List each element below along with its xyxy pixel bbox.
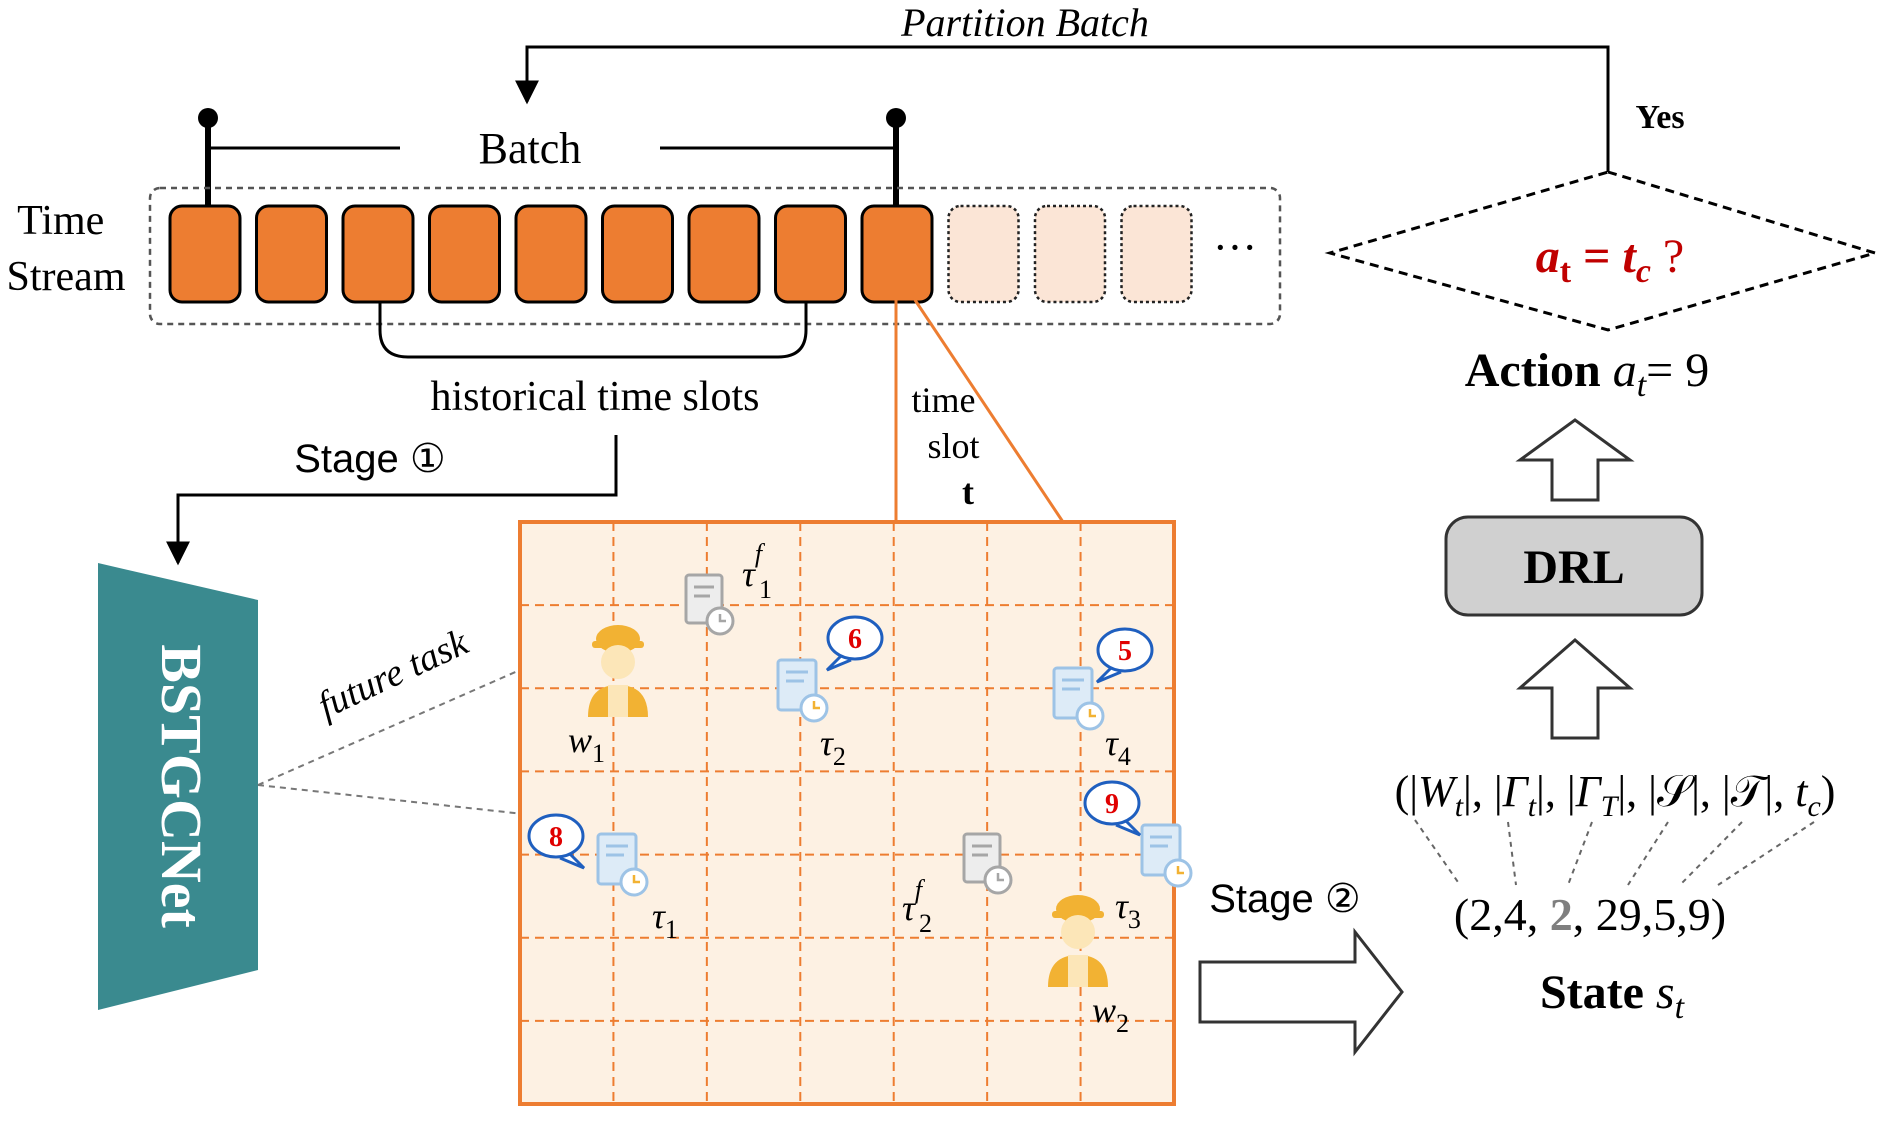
time-slot-filled (774, 204, 847, 304)
future-arrow-1 (257, 605, 668, 786)
state-label: State st (1540, 966, 1686, 1026)
worker-icon (588, 625, 648, 717)
partition-batch-arrow (515, 45, 1610, 172)
task-icon (1052, 666, 1105, 731)
decision-diamond (1324, 170, 1881, 332)
task-bubble: 5 (1095, 627, 1154, 684)
time-slot-empty (947, 204, 1020, 304)
time-slot-filled (341, 204, 415, 304)
bstgcnet-label: BSTGCNet (149, 644, 214, 928)
time-stream-label: Time Stream (7, 198, 126, 300)
time-slot-filled (255, 204, 328, 304)
state-vector: (|Wt|, |Γt|, |ΓT|, |𝒮|, |𝒯|, tc) (1395, 767, 1836, 823)
stage2-arrow (1198, 927, 1404, 1057)
partition-batch-label: Partition Batch (900, 0, 1149, 45)
task-icon (776, 658, 829, 723)
worker-2-label: w2 (1092, 990, 1129, 1038)
drl-label: DRL (1523, 541, 1624, 594)
historical-brace (378, 303, 808, 359)
stage1-arrow (166, 435, 618, 566)
task-4-label: τ4 (1105, 723, 1131, 771)
historical-slots-label: historical time slots (431, 374, 760, 420)
time-slot-filled (428, 204, 501, 304)
state-connectors (1414, 819, 1815, 886)
task-bubble: 6 (825, 615, 884, 672)
future-task-label: future task (312, 621, 476, 727)
svg-text:6: 6 (848, 624, 862, 655)
spatial-grid (518, 520, 1176, 1106)
yes-label: Yes (1635, 99, 1684, 136)
drl-block (1444, 515, 1704, 617)
svg-text:9: 9 (1105, 789, 1119, 820)
future-task-icon (962, 832, 1013, 895)
up-arrow-drl (1516, 638, 1634, 740)
time-slot-empty (1033, 204, 1107, 304)
task-2-label: τ2 (820, 723, 846, 771)
time-stream-container (148, 186, 1282, 326)
time-slot-filled (860, 204, 934, 304)
stage2-label: Stage ② (1209, 877, 1361, 921)
time-slot-filled (601, 204, 674, 304)
state-values: (2,4, 2, 29,5,9) (1454, 889, 1726, 940)
time-slot-filled (168, 204, 242, 304)
time-slot-filled (514, 204, 588, 304)
action-label: Action at= 9 (1465, 344, 1710, 404)
future-task-icon (684, 573, 735, 636)
task-1-label: τ1 (652, 896, 678, 944)
bstgcnet-block (98, 563, 258, 1010)
stage1-label: Stage ① (294, 437, 446, 481)
task-icon (1140, 823, 1193, 888)
worker-icon (1048, 895, 1108, 987)
decision-condition: at = tc ? (1536, 230, 1684, 290)
time-slot-label: time slot t (912, 380, 989, 512)
task-bubble: 8 (527, 813, 586, 870)
batch-label: Batch (479, 124, 582, 173)
time-slot-filled (687, 204, 761, 304)
time-slot-empty (1120, 204, 1193, 304)
task-bubble: 9 (1083, 780, 1142, 837)
worker-1-label: w1 (568, 720, 605, 768)
stream-ellipsis: ··· (1213, 223, 1257, 272)
svg-text:8: 8 (549, 822, 563, 853)
time-slots (168, 204, 1193, 304)
up-arrow-action (1515, 418, 1635, 502)
task-icon (596, 832, 649, 897)
task-3-label: τ3 (1115, 886, 1141, 934)
svg-text:5: 5 (1118, 636, 1132, 667)
